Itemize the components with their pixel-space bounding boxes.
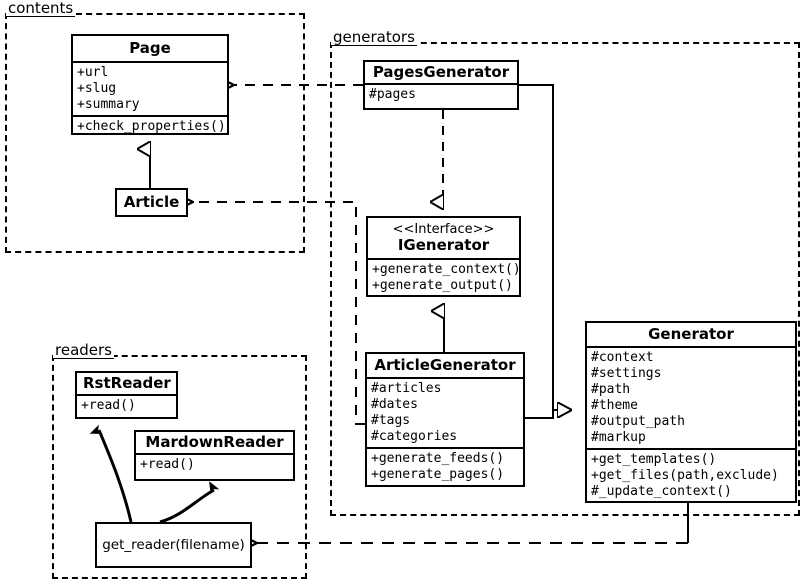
operation: +generate_pages() [371,467,505,482]
attribute: #settings [591,366,662,381]
class-page-operations: +check_properties() [73,115,227,137]
attribute: +summary [77,97,140,112]
class-pagesgenerator[interactable]: PagesGenerator #pages [363,60,519,110]
operation: +get_files(path,exclude) [591,468,779,483]
attribute: #markup [591,430,646,445]
class-generator-name: Generator [648,325,734,343]
attribute: #theme [591,398,638,413]
attribute: +url [77,65,109,80]
package-readers [52,355,307,579]
attribute: #context [591,350,654,365]
attribute: #tags [371,413,411,428]
class-pagesgenerator-attributes: #pages [365,83,517,108]
class-igenerator-name: IGenerator [397,236,490,254]
operation: +read() [140,457,195,472]
class-article[interactable]: Article [115,188,188,217]
function-get-reader[interactable]: get_reader(filename) [95,522,252,568]
attribute: #categories [371,429,458,444]
attribute: #dates [371,397,418,412]
operation: +get_templates() [591,452,717,467]
class-mardownreader[interactable]: MardownReader +read() [134,430,295,481]
package-readers-label: readers [53,341,114,359]
class-articlegenerator-operations: +generate_feeds() +generate_pages() [367,447,523,485]
class-generator-operations: +get_templates() +get_files(path,exclude… [587,448,795,502]
class-articlegenerator[interactable]: ArticleGenerator #articles #dates #tags … [365,352,525,487]
package-generators-label: generators [331,28,417,46]
class-rstreader-operations: +read() [77,394,176,417]
class-igenerator-header: <<Interface>> IGenerator [368,218,519,258]
class-generator-attributes: #context #settings #path #theme #output_… [587,346,795,448]
class-igenerator[interactable]: <<Interface>> IGenerator +generate_conte… [366,216,521,297]
class-article-name: Article [123,193,180,211]
attribute: +slug [77,81,117,96]
operation: +read() [81,398,136,413]
class-page-name: Page [129,39,171,57]
class-articlegenerator-attributes: #articles #dates #tags #categories [367,377,523,447]
class-page-attributes: +url +slug +summary [73,61,227,115]
package-contents-label: contents [6,0,76,17]
class-articlegenerator-name: ArticleGenerator [374,356,516,374]
attribute: #output_path [591,414,685,429]
package-contents [5,13,305,253]
attribute: #pages [369,87,416,102]
operation: +generate_context() [372,262,521,277]
class-rstreader[interactable]: RstReader +read() [75,371,178,419]
operation: +generate_output() [372,278,513,293]
class-igenerator-stereotype: <<Interface>> [392,222,495,237]
class-mardownreader-name: MardownReader [145,433,284,451]
operation: +generate_feeds() [371,451,505,466]
class-generator[interactable]: Generator #context #settings #path #them… [585,321,797,503]
attribute: #articles [371,381,442,396]
attribute: #path [591,382,631,397]
class-igenerator-operations: +generate_context() +generate_output() [368,258,521,296]
operation: +check_properties() [77,119,226,134]
function-get-reader-label: get_reader(filename) [102,537,245,553]
operation: #_update_context() [591,484,732,499]
class-mardownreader-operations: +read() [136,453,293,479]
class-page[interactable]: Page +url +slug +summary +check_properti… [71,34,229,135]
class-pagesgenerator-name: PagesGenerator [372,63,510,81]
class-rstreader-name: RstReader [83,374,171,392]
